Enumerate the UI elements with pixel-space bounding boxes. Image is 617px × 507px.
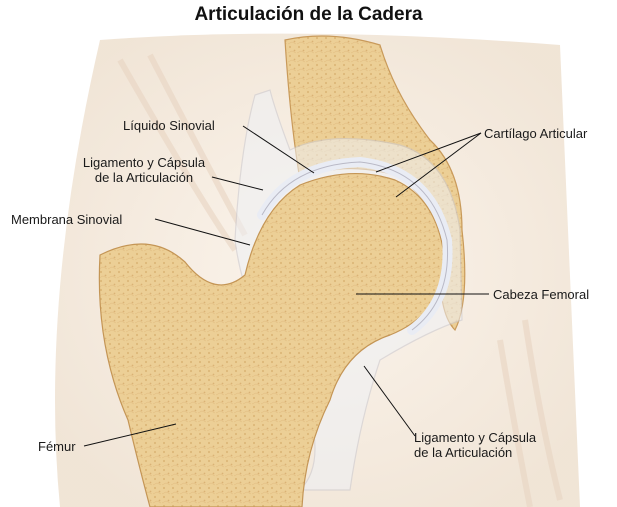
label-ligamento-capsula-top: Ligamento y Cápsula de la Articulación [60, 155, 228, 185]
label-ligamento-capsula-bottom-line1: Ligamento y Cápsula [414, 430, 536, 445]
label-cartilago-articular: Cartílago Articular [484, 126, 587, 141]
label-ligamento-capsula-bottom: Ligamento y Cápsula de la Articulación [414, 430, 536, 460]
label-ligamento-capsula-bottom-line2: de la Articulación [414, 445, 536, 460]
label-liquido-sinovial: Líquido Sinovial [123, 118, 215, 133]
label-femur: Fémur [38, 439, 76, 454]
label-ligamento-capsula-top-line2: de la Articulación [60, 170, 228, 185]
label-membrana-sinovial: Membrana Sinovial [11, 212, 122, 227]
label-ligamento-capsula-top-line1: Ligamento y Cápsula [60, 155, 228, 170]
label-cabeza-femoral: Cabeza Femoral [493, 287, 589, 302]
